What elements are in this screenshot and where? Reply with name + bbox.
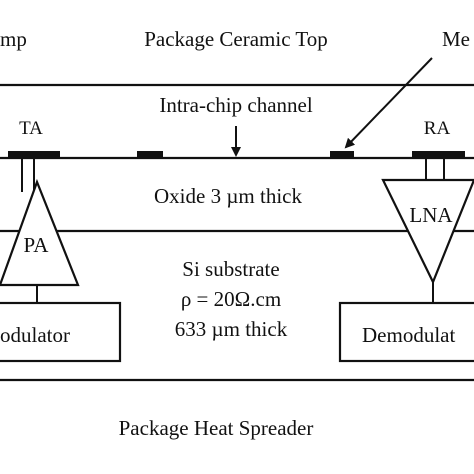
ra-label: RA — [424, 118, 451, 139]
intra-chip-channel-label: Intra-chip channel — [159, 93, 313, 117]
pa-label: PA — [24, 233, 50, 257]
metal-pad-middle — [137, 151, 163, 158]
top-left-partial-label: mp — [0, 27, 27, 51]
si-substrate-label: Si substrate — [182, 257, 279, 281]
metal-pad-right — [330, 151, 354, 158]
oxide-label: Oxide 3 µm thick — [154, 184, 302, 208]
modulator-label: odulator — [0, 323, 70, 347]
ra-antenna — [412, 151, 465, 158]
ta-label: TA — [19, 118, 43, 139]
lna-label: LNA — [409, 203, 453, 227]
pa-triangle — [0, 178, 80, 287]
metal-label: Me — [442, 27, 470, 51]
lna-triangle — [381, 178, 474, 285]
modulator-box — [0, 301, 122, 363]
package-top-label: Package Ceramic Top — [144, 27, 328, 51]
demodulator-label: Demodulat — [362, 323, 455, 347]
metal-pointer-arrow — [344, 57, 433, 149]
substrate-thickness-label: 633 µm thick — [175, 317, 288, 341]
ta-antenna — [8, 151, 60, 158]
heat-spreader-label: Package Heat Spreader — [119, 416, 314, 440]
resistivity-label: ρ = 20Ω.cm — [181, 287, 281, 311]
demodulator-box — [338, 301, 474, 363]
